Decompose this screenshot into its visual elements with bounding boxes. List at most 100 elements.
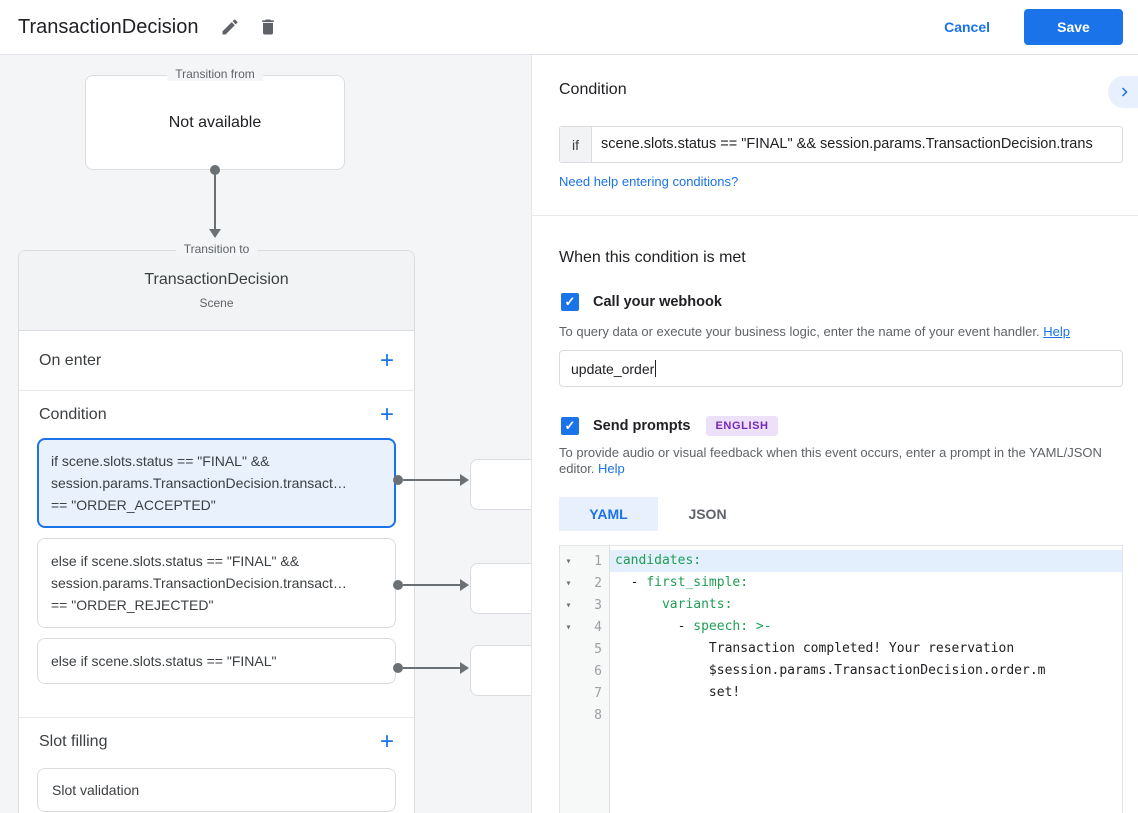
save-button[interactable]: Save: [1024, 9, 1123, 45]
add-condition-button[interactable]: +: [379, 400, 394, 428]
transition-to-label: Transition to: [175, 242, 258, 256]
prompts-checkbox-row: ✓ Send prompts ENGLISH: [561, 416, 778, 436]
condition-expression-field[interactable]: if scene.slots.status == "FINAL" && sess…: [559, 126, 1123, 163]
gutter-line: ▾4: [560, 616, 609, 638]
connector-dot: [210, 165, 220, 175]
line-number: 2: [594, 575, 602, 591]
panel-divider: [532, 215, 1138, 216]
gutter-line: 6: [560, 660, 609, 682]
connector-line: [214, 173, 216, 231]
webhook-input-value: update_order: [571, 360, 655, 377]
transition-from-value: Not available: [168, 113, 262, 131]
edge-arrowhead-icon-2: [460, 579, 469, 591]
checkmark-icon: ✓: [564, 294, 576, 309]
prompts-help-link[interactable]: Help: [598, 461, 625, 476]
transition-target-box-1[interactable]: [470, 459, 531, 510]
gutter-line: 8: [560, 704, 609, 726]
gutter-line: ▾2: [560, 572, 609, 594]
tab-yaml[interactable]: YAML: [559, 497, 658, 531]
webhook-checkbox-row: ✓ Call your webhook: [561, 293, 722, 311]
page-title: TransactionDecision: [18, 15, 199, 38]
line-number: 6: [594, 663, 602, 679]
pencil-icon: [222, 19, 238, 35]
edge-arrowhead-icon-3: [460, 662, 469, 674]
webhook-help-link[interactable]: Help: [1043, 324, 1070, 339]
slot-filling-label: Slot filling: [39, 732, 108, 750]
line-number: 4: [594, 619, 602, 635]
edge-handle-3[interactable]: [393, 663, 403, 673]
on-enter-label: On enter: [39, 351, 102, 369]
edge-line-1: [403, 479, 460, 481]
webhook-checkbox[interactable]: ✓: [561, 293, 579, 311]
panel-condition-heading: Condition: [559, 81, 627, 98]
fold-arrow-icon[interactable]: ▾: [565, 555, 572, 567]
condition-section: Condition + if scene.slots.status == "FI…: [19, 391, 414, 718]
webhook-helper-text: To query data or execute your business l…: [559, 324, 1070, 340]
slot-validation-card[interactable]: Slot validation: [37, 768, 396, 812]
condition-expression-value[interactable]: scene.slots.status == "FINAL" && session…: [601, 136, 1093, 152]
prompts-helper-body: To provide audio or visual feedback when…: [559, 445, 1102, 476]
scene-type: Scene: [199, 296, 234, 310]
cancel-button[interactable]: Cancel: [944, 19, 990, 35]
condition-detail-panel: Condition if scene.slots.status == "FINA…: [531, 55, 1138, 813]
transition-from-label: Transition from: [167, 67, 263, 81]
line-number: 5: [594, 641, 602, 657]
code-line: set!: [615, 685, 741, 700]
code-line: Transaction completed! Your reservation: [615, 641, 1015, 656]
condition-label: Condition: [39, 405, 107, 423]
when-met-heading: When this condition is met: [559, 249, 746, 266]
transition-target-box-2[interactable]: [470, 563, 531, 614]
scene-name: TransactionDecision: [144, 271, 289, 288]
gutter-line: ▾3: [560, 594, 609, 616]
transition-from-box: Transition from Not available: [85, 67, 345, 170]
tab-json[interactable]: JSON: [688, 506, 727, 522]
condition-card-accepted[interactable]: if scene.slots.status == "FINAL" && sess…: [37, 438, 396, 528]
connector-arrowhead-icon: [209, 229, 221, 238]
condition-help-link[interactable]: Need help entering conditions?: [559, 174, 739, 189]
code-line: candidates:: [610, 550, 1122, 572]
prompts-checkbox[interactable]: ✓: [561, 417, 579, 435]
add-on-enter-button[interactable]: +: [379, 346, 394, 374]
collapse-panel-button[interactable]: [1108, 76, 1138, 108]
edge-line-2: [403, 584, 460, 586]
line-number: 7: [594, 685, 602, 701]
webhook-helper-body: To query data or execute your business l…: [559, 324, 1040, 339]
transition-target-box-3[interactable]: [470, 645, 531, 696]
editor-format-tabs: YAML JSON: [559, 497, 757, 531]
code-line: variants:: [661, 597, 733, 612]
condition-card-rejected[interactable]: else if scene.slots.status == "FINAL" &&…: [37, 538, 396, 628]
top-bar: TransactionDecision Cancel Save: [0, 0, 1138, 55]
editor-code-area[interactable]: candidates: - first_simple: variants: - …: [610, 546, 1122, 813]
prompts-helper-text: To provide audio or visual feedback when…: [559, 445, 1119, 477]
fold-arrow-icon[interactable]: ▾: [565, 599, 572, 611]
trash-icon: [262, 19, 275, 35]
on-enter-section: On enter +: [19, 331, 414, 391]
add-slot-button[interactable]: +: [379, 727, 394, 755]
chevron-right-icon: [1122, 87, 1128, 97]
scene-card-header: TransactionDecision Scene: [19, 251, 414, 331]
scene-card: Transition to TransactionDecision Scene …: [18, 242, 415, 813]
gutter-line: ▾1: [560, 550, 609, 572]
code-line: [610, 704, 1122, 726]
edge-handle-1[interactable]: [393, 475, 403, 485]
webhook-input[interactable]: update_order: [559, 350, 1123, 387]
code-line: $session.params.TransactionDecision.orde…: [615, 663, 1046, 678]
condition-card-final[interactable]: else if scene.slots.status == "FINAL": [37, 638, 396, 684]
edge-handle-2[interactable]: [393, 580, 403, 590]
edit-button[interactable]: [214, 11, 246, 43]
scene-diagram-canvas: Transition from Not available Transition…: [0, 55, 531, 813]
checkmark-icon: ✓: [564, 418, 576, 433]
webhook-label: Call your webhook: [593, 294, 722, 310]
edge-line-3: [403, 667, 460, 669]
delete-button[interactable]: [252, 11, 284, 43]
gutter-line: 7: [560, 682, 609, 704]
fold-arrow-icon[interactable]: ▾: [565, 577, 572, 589]
fold-arrow-icon[interactable]: ▾: [565, 621, 572, 633]
line-number: 3: [594, 597, 602, 613]
text-caret: [655, 360, 657, 377]
prompts-label: Send prompts: [593, 418, 691, 434]
line-number: 8: [594, 707, 602, 723]
code-line: - first_simple:: [615, 575, 749, 590]
